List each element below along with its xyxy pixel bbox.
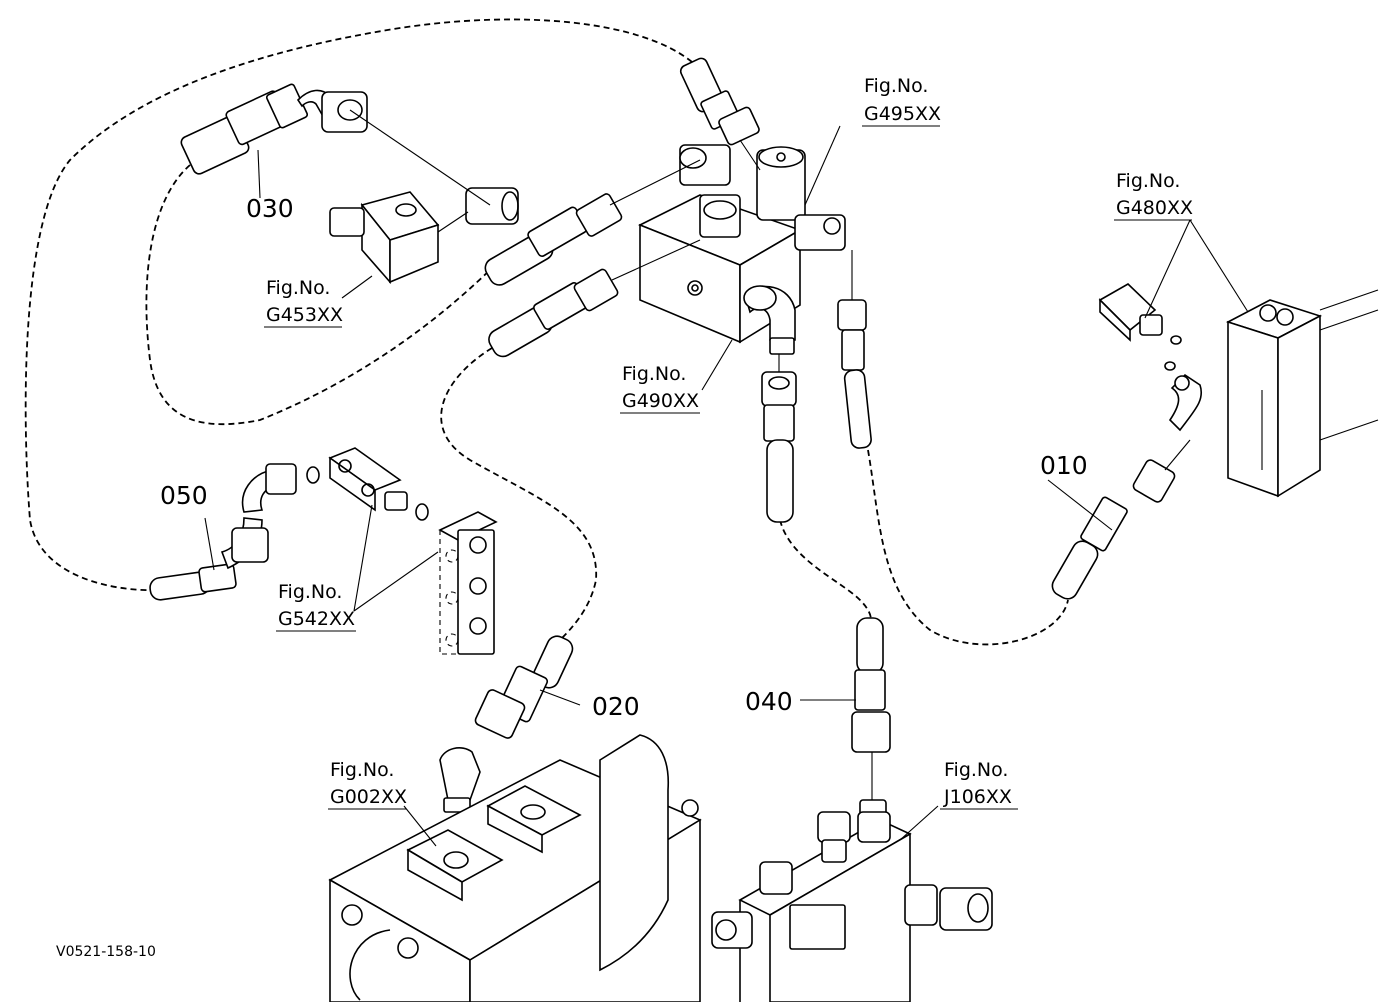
fig-ref-g453xx: Fig.No. G453XX xyxy=(264,277,343,328)
part-number-030: 030 xyxy=(246,194,294,223)
part-number-050: 050 xyxy=(160,481,208,510)
hose-020-assembly xyxy=(439,635,574,813)
part-number-040: 040 xyxy=(745,687,793,716)
right-valve-component xyxy=(1098,283,1379,498)
valve-block xyxy=(638,144,846,344)
lower-manifold xyxy=(711,811,993,1002)
part-number-010: 010 xyxy=(1040,451,1088,480)
drawing-code: V0521-158-10 xyxy=(56,944,156,960)
fig-ref-code: J106XX xyxy=(943,786,1012,808)
fig-ref-code: G542XX xyxy=(278,608,355,630)
part-number-020: 020 xyxy=(592,692,640,721)
fig-ref-g490xx: Fig.No. G490XX xyxy=(620,363,700,414)
leader-lines xyxy=(204,125,1249,847)
pump-assembly xyxy=(328,734,702,1002)
fig-ref-label: Fig.No. xyxy=(330,759,394,781)
fig-ref-label: Fig.No. xyxy=(266,277,330,299)
hose-040-assembly xyxy=(761,337,891,823)
hose-050-assembly xyxy=(149,447,498,655)
fig-ref-code: G002XX xyxy=(330,786,407,808)
hose-010-route xyxy=(867,449,1069,646)
part-number-labels: 010 020 030 040 050 xyxy=(160,194,1088,721)
fig-ref-label: Fig.No. xyxy=(278,581,342,603)
fig-ref-j106xx: Fig.No. J106XX xyxy=(940,759,1018,810)
fig-ref-label: Fig.No. xyxy=(622,363,686,385)
figure-reference-labels: Fig.No. G495XX Fig.No. G480XX Fig.No. G4… xyxy=(264,75,1193,810)
fig-ref-code: G490XX xyxy=(622,390,699,412)
hose-030-route xyxy=(145,164,499,426)
hose-tubes xyxy=(484,57,761,358)
fig-ref-label: Fig.No. xyxy=(1116,170,1180,192)
fig-ref-g495xx: Fig.No. G495XX xyxy=(862,75,941,127)
fig-ref-g002xx: Fig.No. G002XX xyxy=(328,759,407,810)
fig-ref-code: G453XX xyxy=(266,304,343,326)
hose-routes xyxy=(24,18,1069,646)
hose-040-route xyxy=(779,519,872,626)
fig-ref-code: G495XX xyxy=(864,103,941,125)
hose-020-route xyxy=(440,347,597,641)
fig-ref-code: G480XX xyxy=(1116,197,1193,219)
fig-ref-g480xx: Fig.No. G480XX xyxy=(1114,170,1193,221)
hose-030-assembly xyxy=(180,83,519,285)
fig-ref-label: Fig.No. xyxy=(864,75,928,97)
fig-ref-g542xx: Fig.No. G542XX xyxy=(276,581,356,632)
hose-010-assembly xyxy=(837,250,1202,600)
fig-ref-label: Fig.No. xyxy=(944,759,1008,781)
